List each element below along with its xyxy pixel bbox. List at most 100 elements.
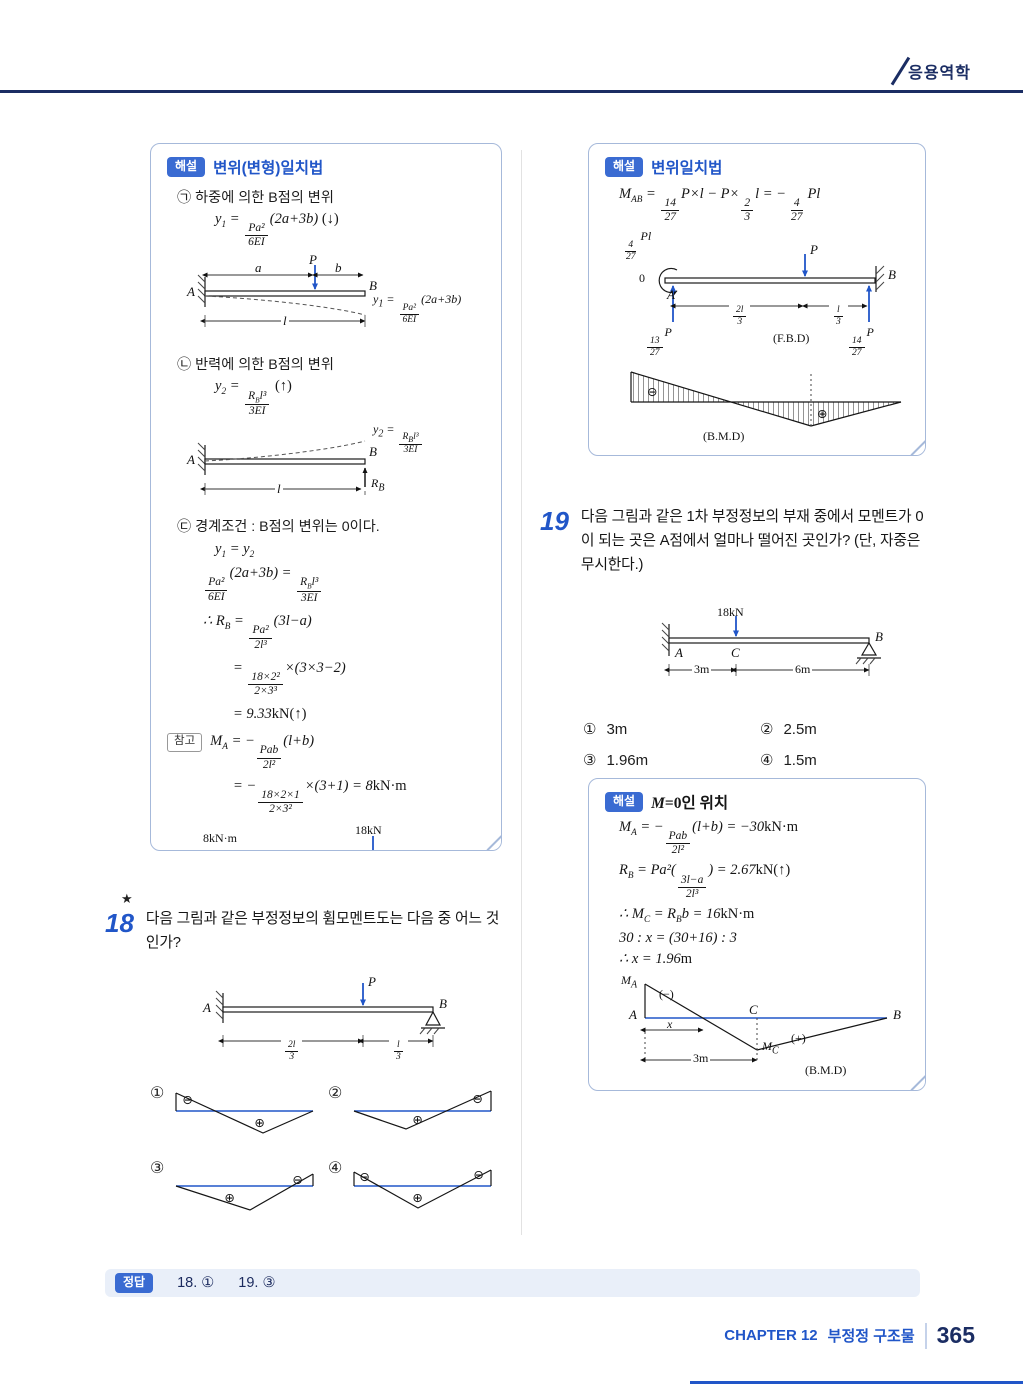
point-label-a: A [203, 1000, 211, 1015]
fbd-diagram-svg [658, 254, 885, 323]
bmd-caption: (B.M.D) [703, 429, 745, 444]
beam-reaction-diagram-svg [197, 440, 368, 495]
option-number: ② [760, 721, 774, 738]
reaction-label-rb: RB [371, 475, 385, 493]
answer-18: 18. ① [177, 1275, 215, 1291]
dim-label-6m: 6m [793, 662, 813, 677]
answer-option-1: ① 3m [583, 720, 627, 738]
sign-minus: ⊖ [472, 1091, 483, 1106]
point-label-a: A [629, 1006, 637, 1022]
reference-badge: 참고 [167, 733, 203, 753]
bmd-option-2-svg [354, 1090, 492, 1130]
load-label-p: P [810, 242, 818, 258]
option-number: ④ [328, 1160, 343, 1177]
point-label-a: A [675, 645, 683, 660]
solution-title: M=0인 위치 [651, 795, 729, 812]
bmd-option-1: ① ⊖ ⊕ [150, 1083, 318, 1145]
bmd-diagram: MA (−) A C B x MC (+) 3m (B.M.D) [607, 972, 909, 1082]
load-label-p: P [368, 974, 376, 989]
footer-divider [924, 1322, 927, 1349]
question-number: 19 [540, 506, 569, 536]
difficulty-star-icon: ★ [121, 891, 133, 906]
point-label-b: B [875, 629, 883, 644]
sign-plus: ⊕ [224, 1190, 235, 1205]
solution-title: 변위(변형)일치법 [213, 160, 324, 177]
bmd-caption: (B.M.D) [805, 1062, 847, 1077]
question-18: ★ 18 다음 그림과 같은 부정정보의 휨모멘트도는 다음 중 어느 것인가?… [105, 891, 520, 1236]
answer-option-2: ② 2.5m [760, 720, 817, 738]
moment-zero-label: 0 [639, 271, 645, 286]
header-rule [0, 90, 1023, 93]
sign-plus: ⊕ [412, 1112, 423, 1127]
point-label-a: A [187, 451, 195, 467]
option-number: ① [583, 721, 597, 738]
bmd-diagram-svg [630, 371, 902, 428]
sign-plus: ⊕ [254, 1115, 265, 1130]
point-label-a: A [187, 284, 195, 300]
point-label-b: B [893, 1006, 901, 1022]
formula-mc: ∴ MC = RBb = 16kN·m [619, 905, 755, 925]
moment-label-ma: MA [621, 972, 638, 991]
column-divider [521, 150, 522, 1235]
formula-compat: y1 = y2 [215, 540, 255, 560]
sign-minus: ⊖ [359, 1169, 370, 1184]
point-label-a: A [667, 287, 675, 303]
bmd-option-3-figure: ⊕ ⊖ [168, 1158, 318, 1220]
page-number: 365 [936, 1322, 975, 1348]
answer-option-3: ③ 1.96m [583, 751, 648, 769]
footer-rule [690, 1381, 1023, 1384]
sign-region-positive: (+) [791, 1030, 806, 1045]
explain-badge: 해설 [167, 157, 206, 177]
fbd-diagram: 8kN·m 0 18kN 2m 1m 8.67kN 9.33kN (F.B.D) [175, 824, 485, 850]
bmd-diagram-svg [640, 983, 888, 1063]
question-beam-diagram: 18kN A C B 3m 6m [635, 605, 925, 696]
dim-label-a: a [255, 260, 262, 276]
footer-chapter: CHAPTER 12 [724, 1327, 818, 1344]
question-beam-svg [215, 983, 445, 1047]
header-section-label: 응용역학 [908, 65, 971, 82]
option-number: ④ [760, 752, 774, 769]
option-text: 1.96m [606, 752, 649, 769]
sign-plus: ⊕ [412, 1190, 423, 1205]
answers-bar: 정답 18. ① 19. ③ [105, 1269, 920, 1297]
bmd-option-1-svg [175, 1092, 314, 1134]
point-label-c: C [731, 645, 740, 660]
option-number: ③ [150, 1160, 165, 1177]
solution-step-1: ㉠ 하중에 의한 B점의 변위 [177, 190, 334, 206]
dim-label-x: x [667, 1016, 673, 1031]
point-label-b: B [369, 443, 377, 459]
point-label-b: B [439, 996, 447, 1011]
load-value-label: 18kN [717, 605, 744, 619]
formula-x-result: ∴ x = 1.96m [619, 950, 692, 967]
solution-step-3: ㉢ 경계조건 : B점의 변위는 0이다. [177, 518, 380, 535]
bmd-option-3-svg [176, 1173, 314, 1211]
moment-value-label: 8kN·m [203, 831, 237, 846]
explain-badge: 해설 [605, 157, 644, 177]
bmd-option-2: ② ⊕ ⊖ [328, 1083, 496, 1145]
sign-minus: ⊖ [647, 384, 658, 400]
answer-option-4: ④ 1.5m [760, 751, 817, 769]
dim-label-3m: 3m [691, 1050, 711, 1066]
solution-step-2: ㉡ 반력에 의한 B점의 변위 [177, 357, 334, 374]
bmd-option-3: ③ ⊕ ⊖ [150, 1158, 318, 1220]
